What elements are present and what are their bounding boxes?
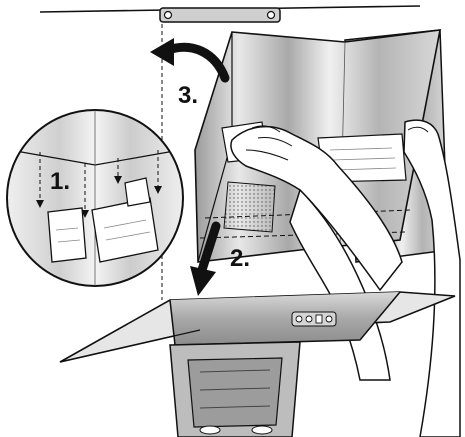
detail-circle: [6, 109, 184, 287]
left-hand: [230, 125, 403, 292]
step-1-label: 1.: [50, 168, 71, 195]
control-button: [305, 315, 313, 323]
protective-paper: [124, 177, 151, 207]
paper-texture: [329, 147, 397, 171]
right-arm: [403, 119, 461, 437]
finger-lines: [407, 126, 429, 133]
canopy-edge: [59, 329, 201, 363]
down-arrow-icon: [190, 266, 216, 296]
filter-frame: [187, 357, 283, 428]
lamp: [251, 425, 273, 435]
step-2-label: 2.: [230, 245, 251, 272]
protective-paper: [91, 197, 159, 263]
mounting-bracket: [159, 7, 281, 23]
filter-slats: [199, 369, 271, 409]
down-arrow-icon: [197, 221, 221, 275]
control-button: [295, 315, 303, 323]
finger-lines: [245, 125, 293, 161]
step-3-label: 3.: [178, 82, 199, 109]
control-display: [315, 314, 323, 324]
vent-grille: [223, 181, 276, 233]
curved-arrow-icon: [163, 42, 230, 83]
curved-arrow-icon: [150, 38, 174, 66]
control-panel: [291, 311, 337, 327]
lamp: [199, 425, 221, 435]
protective-paper: [47, 207, 87, 263]
control-button: [325, 315, 333, 323]
